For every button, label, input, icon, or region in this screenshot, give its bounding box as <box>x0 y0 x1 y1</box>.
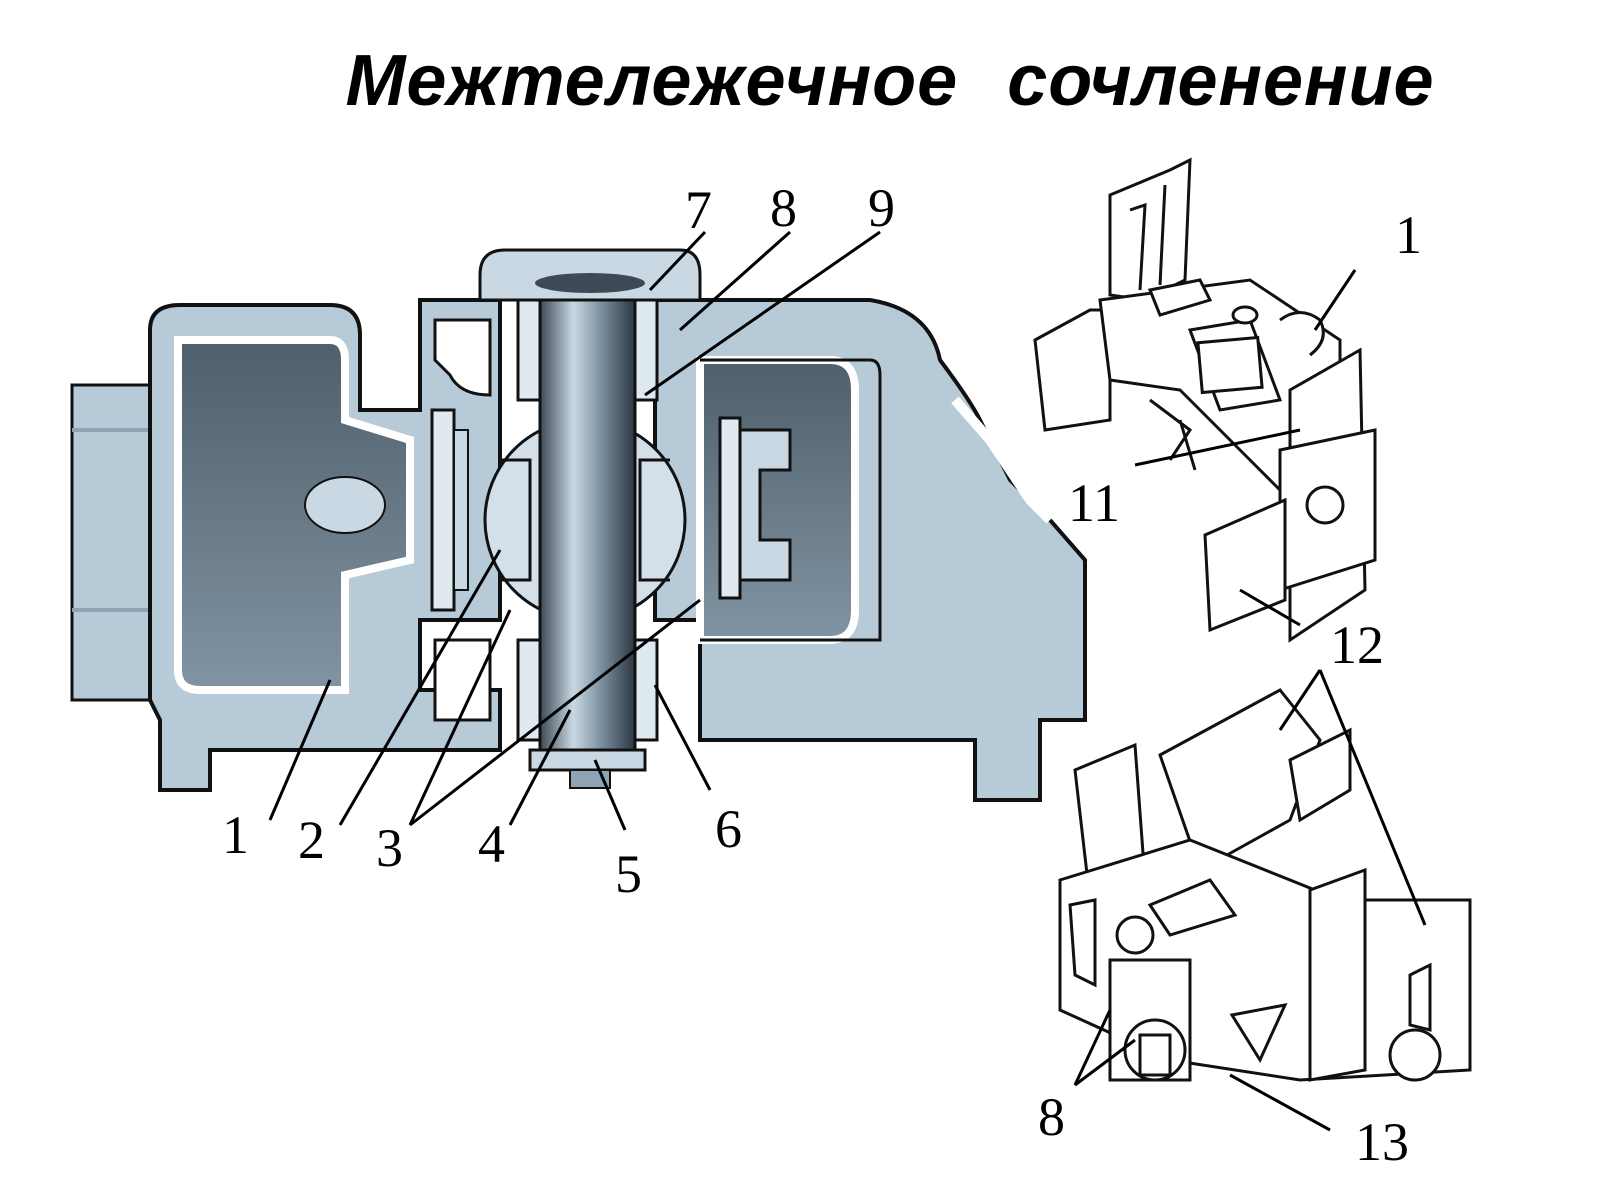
label-9: 9 <box>868 178 895 238</box>
label-1-top-right: 1 <box>1395 205 1422 265</box>
label-13: 13 <box>1355 1112 1409 1172</box>
top-right-isometric-drawing <box>1033 157 1377 643</box>
main-labels: 1 2 3 4 5 6 7 8 9 <box>222 178 895 904</box>
bottom-right-isometric-drawing <box>1058 688 1472 1082</box>
label-1: 1 <box>222 805 249 865</box>
top-right-leader-lines <box>1134 269 1357 627</box>
label-4: 4 <box>478 814 505 874</box>
bottom-right-leader-lines <box>1073 669 1427 1132</box>
bottom-right-labels: 8 13 <box>1038 1087 1409 1172</box>
label-11: 11 <box>1068 473 1120 533</box>
label-3: 3 <box>376 818 403 878</box>
label-8: 8 <box>770 178 797 238</box>
main-section-drawing <box>70 248 1087 802</box>
label-8-bottom-right: 8 <box>1038 1087 1065 1147</box>
label-6: 6 <box>715 799 742 859</box>
label-12: 12 <box>1330 615 1384 675</box>
label-2: 2 <box>298 810 325 870</box>
main-leader-lines <box>268 230 881 831</box>
left-frame-beam <box>70 383 162 702</box>
label-5: 5 <box>615 844 642 904</box>
label-7: 7 <box>685 180 712 240</box>
page-title: Межтележечное сочленение <box>345 41 1435 121</box>
pivot-pin <box>538 288 637 752</box>
top-right-labels: 1 11 12 <box>1068 205 1422 675</box>
left-frame-cavity <box>174 336 414 694</box>
